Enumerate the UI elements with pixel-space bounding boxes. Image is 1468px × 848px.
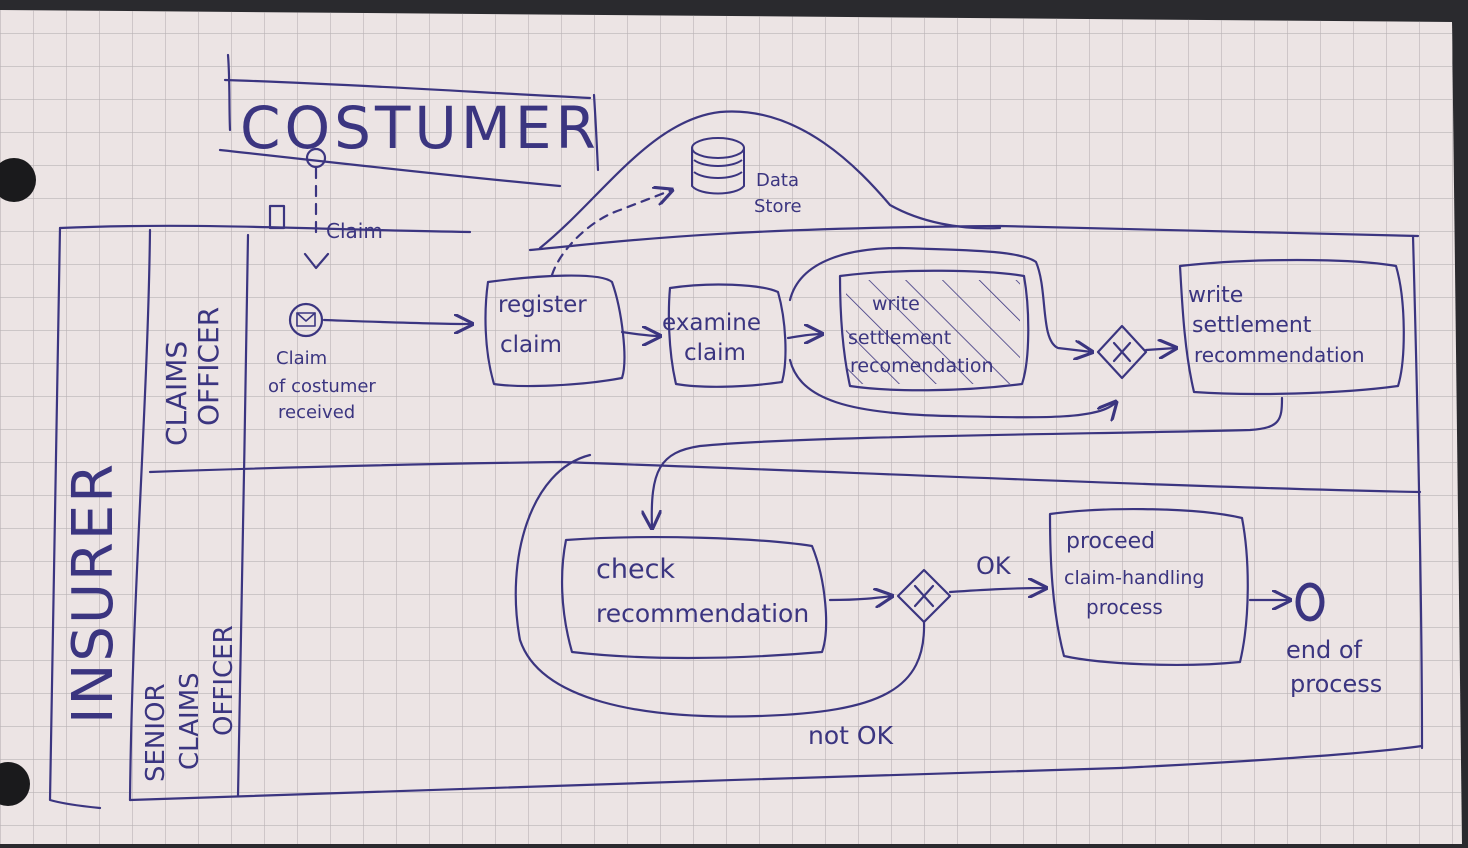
crossed-task-label-1: write — [872, 293, 920, 315]
register-claim-label-1: register — [498, 292, 587, 318]
data-store-label-1: Data — [756, 170, 799, 191]
insurer-pool-bottom — [128, 744, 1424, 802]
start-event-label-3: received — [278, 402, 355, 423]
write-settlement-label-2: settlement — [1192, 313, 1312, 338]
binder-hole — [0, 762, 30, 806]
binder-hole — [0, 158, 36, 202]
customer-pool-left-bar — [226, 53, 232, 132]
proceed-label-3: process — [1086, 595, 1163, 619]
proceed-claim-handling-task — [1048, 507, 1249, 666]
lane-divider — [148, 460, 1422, 494]
senior-lane-label-1: SENIOR — [141, 683, 171, 782]
check-recommendation-task — [561, 536, 828, 660]
insurer-pool-left — [48, 226, 102, 810]
sequence-flow — [652, 396, 1284, 528]
write-settlement-task — [1178, 258, 1405, 396]
write-settlement-label-3: recommendation — [1194, 343, 1365, 367]
examine-claim-label-1: examine — [662, 310, 761, 336]
not-ok-loop — [514, 453, 926, 718]
message-flow-label: Claim — [326, 219, 383, 243]
senior-lane-label-2: CLAIMS — [175, 672, 205, 770]
customer-pool-label: COSTUMER — [240, 94, 600, 162]
proceed-label-2: claim-handling — [1064, 567, 1204, 589]
start-event-label-2: of costumer — [268, 376, 376, 397]
insurer-pool-label: INSURER — [61, 462, 126, 724]
proceed-label-1: proceed — [1066, 529, 1155, 554]
not-ok-flow-label: not OK — [808, 721, 894, 750]
insurer-pool-right — [1411, 234, 1424, 750]
start-event-label-1: Claim — [276, 348, 327, 369]
check-recommendation-label-2: recommendation — [596, 599, 809, 628]
check-recommendation-label-1: check — [596, 554, 675, 585]
examine-claim-label-2: claim — [684, 340, 746, 366]
end-event-circle — [1295, 582, 1325, 622]
register-claim-label-2: claim — [500, 332, 562, 358]
sequence-flow — [788, 246, 1092, 352]
data-store-outline — [538, 110, 1002, 250]
crossed-task-label-2: settlement — [848, 327, 951, 349]
senior-lane-label-3: OFFICER — [209, 625, 239, 736]
ok-flow-label: OK — [976, 552, 1012, 580]
data-store-label-2: Store — [754, 196, 802, 217]
end-event-label-2: process — [1290, 670, 1382, 698]
write-settlement-crossed-task — [838, 269, 1030, 392]
start-event-circle — [288, 302, 324, 338]
insurer-pool-top — [58, 224, 1420, 252]
write-settlement-label-1: write — [1188, 283, 1243, 308]
claims-officer-lane-label-1: CLAIMS — [160, 341, 193, 446]
crossed-task-label-3: recomendation — [850, 355, 994, 377]
claims-officer-lane-label-2: OFFICER — [192, 307, 225, 426]
register-claim-task — [484, 274, 626, 388]
database-icon — [691, 137, 745, 195]
envelope-icon — [296, 312, 316, 327]
exclusive-gateway-1 — [1096, 324, 1148, 380]
examine-claim-task — [667, 283, 787, 388]
end-event-label-1: end of — [1286, 636, 1363, 664]
